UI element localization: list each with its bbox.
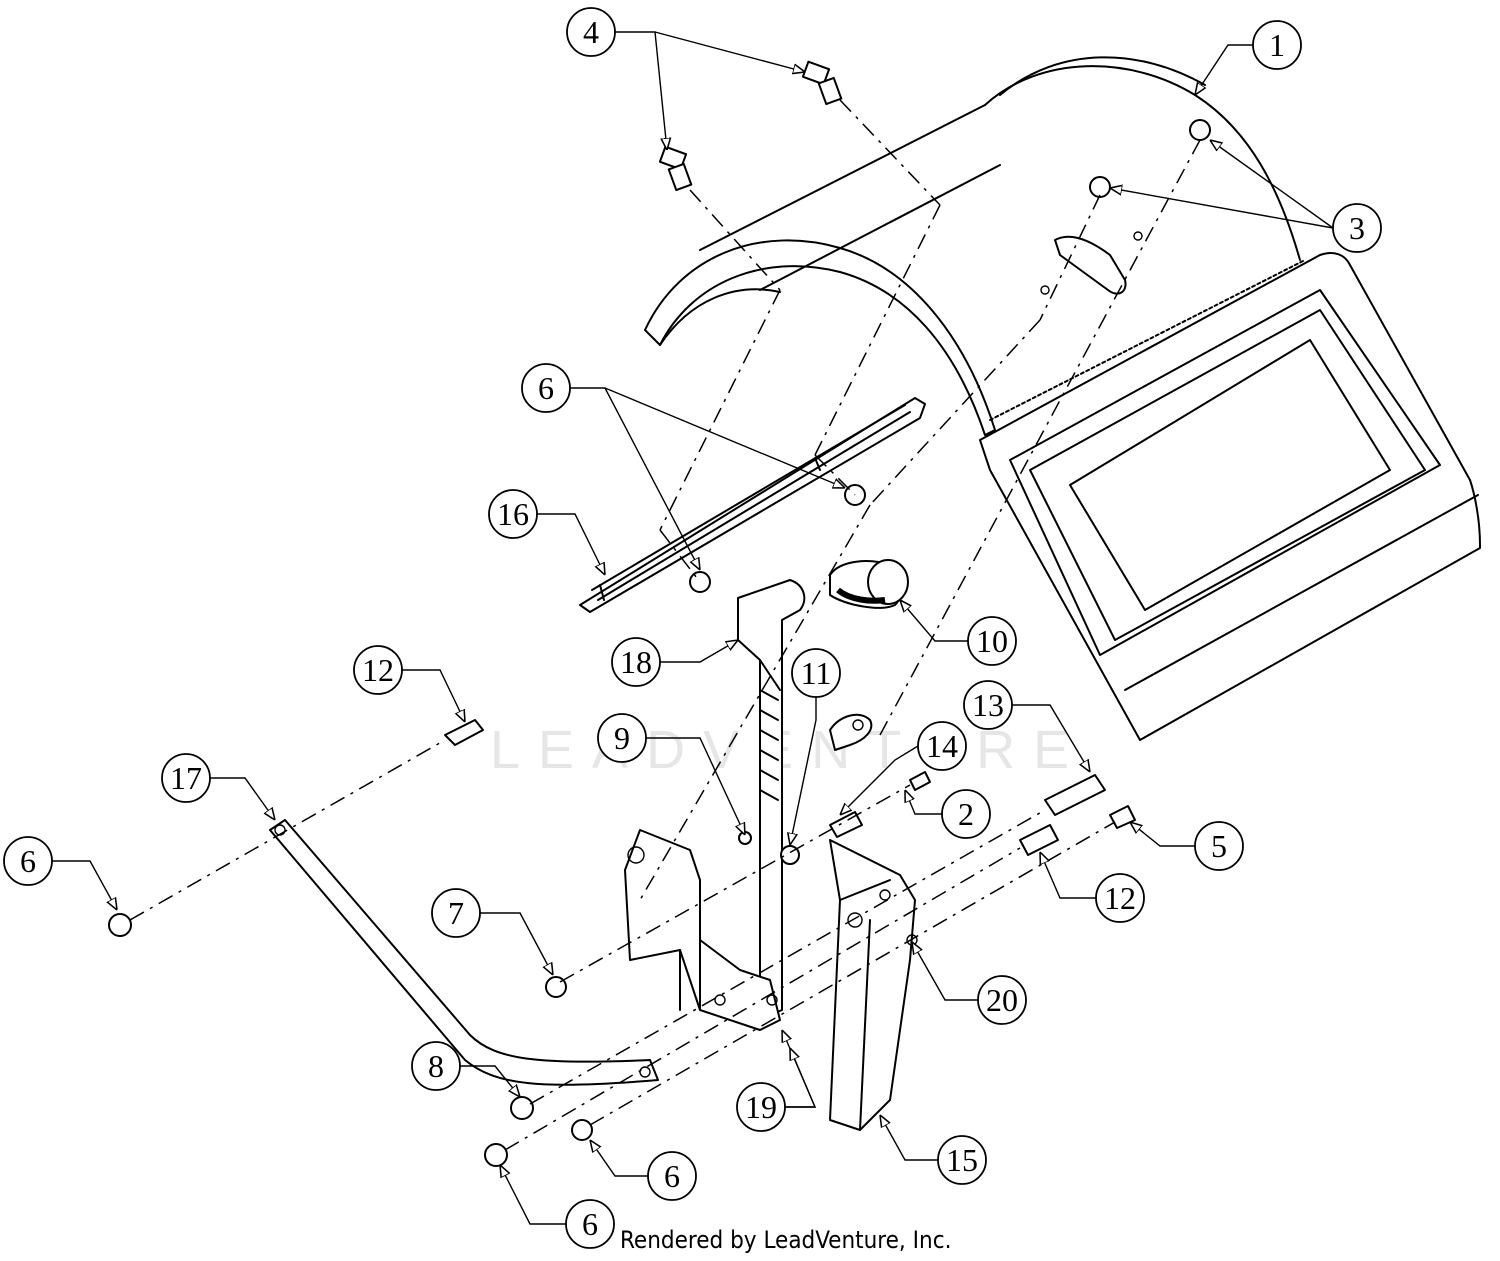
- callout-18: 18: [611, 637, 661, 687]
- rod-part: [269, 819, 659, 1086]
- callout-16: 16: [488, 489, 538, 539]
- callout-17: 17: [161, 753, 211, 803]
- callout-11: 11: [791, 648, 841, 698]
- callout-3: 3: [1332, 203, 1382, 253]
- callout-9: 9: [597, 713, 647, 763]
- svg-text:4: 4: [583, 14, 599, 50]
- svg-text:18: 18: [620, 644, 652, 680]
- strip-part: [579, 397, 926, 613]
- callout-20: 20: [977, 975, 1027, 1025]
- svg-text:19: 19: [745, 1089, 777, 1125]
- callout-10: 10: [967, 616, 1017, 666]
- fasteners: [108, 60, 1211, 1167]
- svg-text:16: 16: [497, 496, 529, 532]
- assembly-lines: [129, 99, 1201, 1151]
- callout-6-left: 6: [3, 836, 53, 886]
- svg-text:7: 7: [448, 895, 464, 931]
- svg-text:10: 10: [976, 623, 1008, 659]
- callout-12-right: 12: [1095, 873, 1145, 923]
- callout-15: 15: [937, 1135, 987, 1185]
- svg-text:1: 1: [1269, 27, 1285, 63]
- callout-6-top: 6: [521, 363, 571, 413]
- svg-text:13: 13: [972, 687, 1004, 723]
- callout-7: 7: [431, 888, 481, 938]
- svg-text:6: 6: [582, 1206, 598, 1242]
- leader-lines: [52, 31, 1334, 1225]
- callout-4: 4: [566, 7, 616, 57]
- callout-1: 1: [1252, 20, 1302, 70]
- svg-text:17: 17: [170, 760, 202, 796]
- svg-text:12: 12: [362, 652, 394, 688]
- svg-text:8: 8: [428, 1048, 444, 1084]
- svg-text:15: 15: [946, 1142, 978, 1178]
- svg-text:2: 2: [958, 796, 974, 832]
- callout-2: 2: [941, 789, 991, 839]
- svg-text:6: 6: [538, 370, 554, 406]
- callout-6-bottom-right: 6: [647, 1151, 697, 1201]
- watermark-text: LEADVENTURE: [490, 720, 1087, 780]
- lever-part: [737, 579, 806, 1021]
- svg-text:6: 6: [664, 1158, 680, 1194]
- svg-text:3: 3: [1349, 210, 1365, 246]
- grip-part: [829, 559, 909, 609]
- callout-13: 13: [963, 680, 1013, 730]
- svg-text:12: 12: [1104, 880, 1136, 916]
- callout-12-left: 12: [353, 645, 403, 695]
- callout-14: 14: [917, 721, 967, 771]
- svg-text:14: 14: [926, 728, 958, 764]
- fender-shield-part: [644, 56, 1481, 741]
- svg-text:5: 5: [1211, 828, 1227, 864]
- rendered-by-credit: Rendered by LeadVenture, Inc.: [620, 1226, 952, 1254]
- callout-5: 5: [1194, 821, 1244, 871]
- bracket-part: [624, 829, 781, 1031]
- svg-text:11: 11: [801, 655, 832, 691]
- svg-text:6: 6: [20, 843, 36, 879]
- svg-text:9: 9: [614, 720, 630, 756]
- svg-text:20: 20: [986, 982, 1018, 1018]
- callout-6-bottom: 6: [565, 1199, 615, 1249]
- callout-19: 19: [736, 1082, 786, 1132]
- callout-8: 8: [411, 1041, 461, 1091]
- right-bracket-part: [829, 713, 918, 1131]
